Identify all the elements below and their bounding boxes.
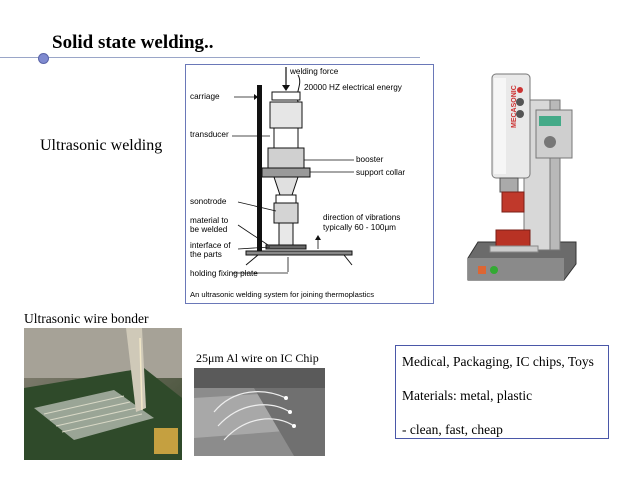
- machine-brand: MECASONIC: [511, 85, 518, 128]
- wire-bonder-label: Ultrasonic wire bonder: [24, 311, 149, 326]
- label-sonotrode: sonotrode: [190, 197, 227, 206]
- label-carriage: carriage: [190, 92, 220, 101]
- holding-plate: [245, 250, 353, 256]
- label-support-collar: support collar: [356, 168, 405, 177]
- label-direction-1: direction of vibrations: [323, 213, 400, 222]
- label-material-1: material to: [190, 216, 229, 225]
- label-booster: booster: [356, 155, 384, 164]
- welding-diagram: welding force 20000 HZ electrical energy…: [185, 64, 434, 304]
- label-direction-2: typically 60 - 100μm: [323, 223, 396, 232]
- label-transducer: transducer: [190, 130, 229, 139]
- slide-title: Solid state welding..: [52, 32, 214, 53]
- applications-box: Medical, Packaging, IC chips, Toys Mater…: [395, 345, 609, 439]
- label-interface-1: interface of: [190, 241, 231, 250]
- wire-bonder-photo: [24, 328, 182, 460]
- welding-diagram-svg: welding force 20000 HZ electrical energy…: [190, 67, 405, 299]
- welding-machine-image: MECASONIC: [464, 70, 579, 285]
- label-material-2: be welded: [190, 225, 228, 234]
- label-electrical-energy: 20000 HZ electrical energy: [304, 83, 403, 92]
- al-wire-caption: 25μm Al wire on IC Chip: [196, 351, 319, 365]
- support-collar: [261, 167, 311, 178]
- sonotrode: [273, 202, 299, 224]
- weld-parts: [265, 244, 307, 250]
- booster-block: [267, 147, 305, 169]
- applications-line: Medical, Packaging, IC chips, Toys: [402, 354, 594, 369]
- carriage-bar: [257, 85, 262, 255]
- ultrasonic-welding-label: Ultrasonic welding: [40, 137, 163, 154]
- diagram-caption: An ultrasonic welding system for joining…: [190, 290, 374, 299]
- al-wire-sem-image: [194, 368, 325, 456]
- bullet-dot: [38, 53, 49, 64]
- materials-line: Materials: metal, plastic: [402, 388, 533, 403]
- advantages-line: - clean, fast, cheap: [402, 422, 503, 437]
- title-underline: [0, 57, 420, 58]
- label-interface-2: the parts: [190, 250, 222, 259]
- label-welding-force: welding force: [289, 67, 339, 76]
- transducer-block: [269, 101, 303, 129]
- label-holding-plate: holding fixing plate: [190, 269, 258, 278]
